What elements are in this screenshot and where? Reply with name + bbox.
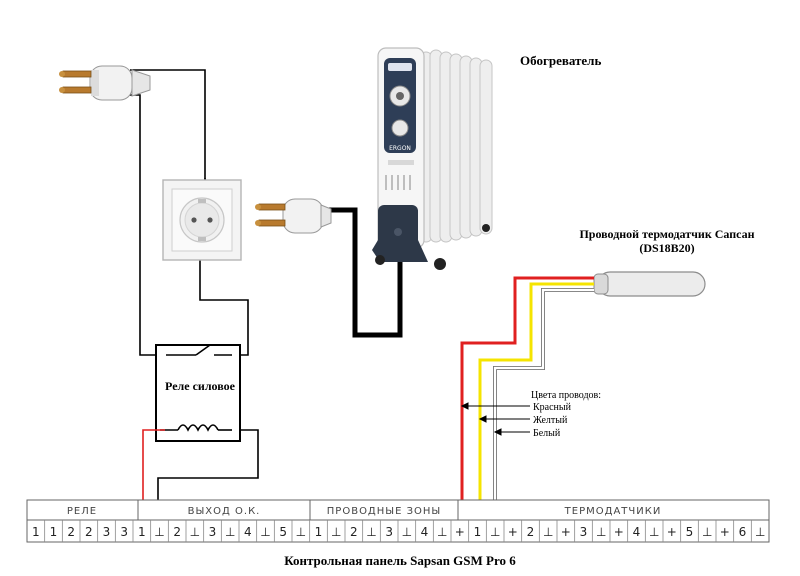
- wire-legend-arrows: [460, 402, 530, 436]
- terminal-label: ⊥: [331, 525, 341, 539]
- mains-wires: [95, 69, 259, 528]
- terminal-label: ⊥: [755, 525, 765, 539]
- terminal-label: 2: [85, 525, 93, 539]
- terminal-label: 1: [315, 525, 323, 539]
- panel-caption: Контрольная панель Sapsan GSM Pro 6: [284, 553, 516, 568]
- coil-wire-right: [157, 429, 259, 528]
- sensor-model: (DS18B20): [639, 241, 694, 255]
- section-output: ВЫХОД О.К.: [188, 506, 261, 517]
- power-relay: Реле силовое: [155, 344, 241, 442]
- terminal-label: +: [508, 525, 518, 539]
- terminal-label: ⊥: [402, 525, 412, 539]
- terminal-label: ⊥: [649, 525, 659, 539]
- terminal-label: +: [561, 525, 571, 539]
- terminal-label: 3: [385, 525, 393, 539]
- terminal-strip: РЕЛЕ ВЫХОД О.К. ПРОВОДНЫЕ ЗОНЫ ТЕРМОДАТЧ…: [26, 499, 770, 543]
- terminal-label: +: [667, 525, 677, 539]
- legend-item-red: Красный: [533, 402, 572, 413]
- terminal-label: 1: [32, 525, 40, 539]
- wall-plug: [59, 65, 151, 101]
- terminal-label: ⊥: [190, 525, 200, 539]
- sensor-title: Проводной термодатчик Сапсан: [579, 227, 754, 241]
- socket-to-relay-wire: [199, 260, 249, 356]
- terminal-label: 4: [244, 525, 252, 539]
- terminal-label: ⊥: [366, 525, 376, 539]
- section-thermosensors: ТЕРМОДАТЧИКИ: [564, 506, 662, 517]
- terminal-label: ⊥: [296, 525, 306, 539]
- oil-heater-image: ERGON: [372, 47, 493, 270]
- terminal-label: ⊥: [490, 525, 500, 539]
- terminal-label: ⊥: [596, 525, 606, 539]
- terminal-label: 2: [67, 525, 75, 539]
- terminal-label: 3: [103, 525, 111, 539]
- section-wired-zones: ПРОВОДНЫЕ ЗОНЫ: [327, 506, 441, 517]
- heater-label: Обогреватель: [520, 53, 601, 68]
- heater-cable: [320, 207, 403, 338]
- terminal-label: 6: [739, 525, 747, 539]
- terminal-label: +: [614, 525, 624, 539]
- relay-label: Реле силовое: [165, 379, 236, 393]
- terminal-label: 1: [138, 525, 146, 539]
- terminal-label: 2: [173, 525, 181, 539]
- legend-item-white: Белый: [533, 428, 561, 439]
- terminal-label: ⊥: [437, 525, 447, 539]
- terminal-label: ⊥: [225, 525, 235, 539]
- terminal-label: +: [455, 525, 465, 539]
- heater-plug: [255, 198, 332, 234]
- terminal-label: 3: [580, 525, 588, 539]
- section-relay: РЕЛЕ: [67, 506, 97, 517]
- terminal-label: 4: [633, 525, 641, 539]
- heater-brand: ERGON: [389, 145, 411, 152]
- terminal-label: +: [720, 525, 730, 539]
- legend-title: Цвета проводов:: [531, 390, 601, 401]
- relay-contact: [166, 344, 232, 356]
- plug-wire-2: [95, 94, 141, 350]
- terminal-label: 4: [421, 525, 429, 539]
- coil-wire-red: [142, 429, 165, 528]
- plug-wire-1: [130, 69, 206, 180]
- terminal-label: 3: [209, 525, 217, 539]
- terminal-label: ⊥: [543, 525, 553, 539]
- wall-socket: [162, 179, 242, 261]
- terminal-label: 3: [120, 525, 128, 539]
- terminal-label: 1: [474, 525, 482, 539]
- terminal-label: 5: [686, 525, 694, 539]
- legend-item-yellow: Желтый: [533, 415, 568, 426]
- terminal-label: ⊥: [702, 525, 712, 539]
- terminal-label: 2: [350, 525, 358, 539]
- terminal-label: 2: [527, 525, 535, 539]
- terminal-label: 1: [50, 525, 58, 539]
- terminal-label: ⊥: [260, 525, 270, 539]
- temperature-sensor: [593, 271, 706, 297]
- terminal-label: ⊥: [154, 525, 164, 539]
- terminal-label: 5: [279, 525, 287, 539]
- sensor-wires: [460, 276, 594, 528]
